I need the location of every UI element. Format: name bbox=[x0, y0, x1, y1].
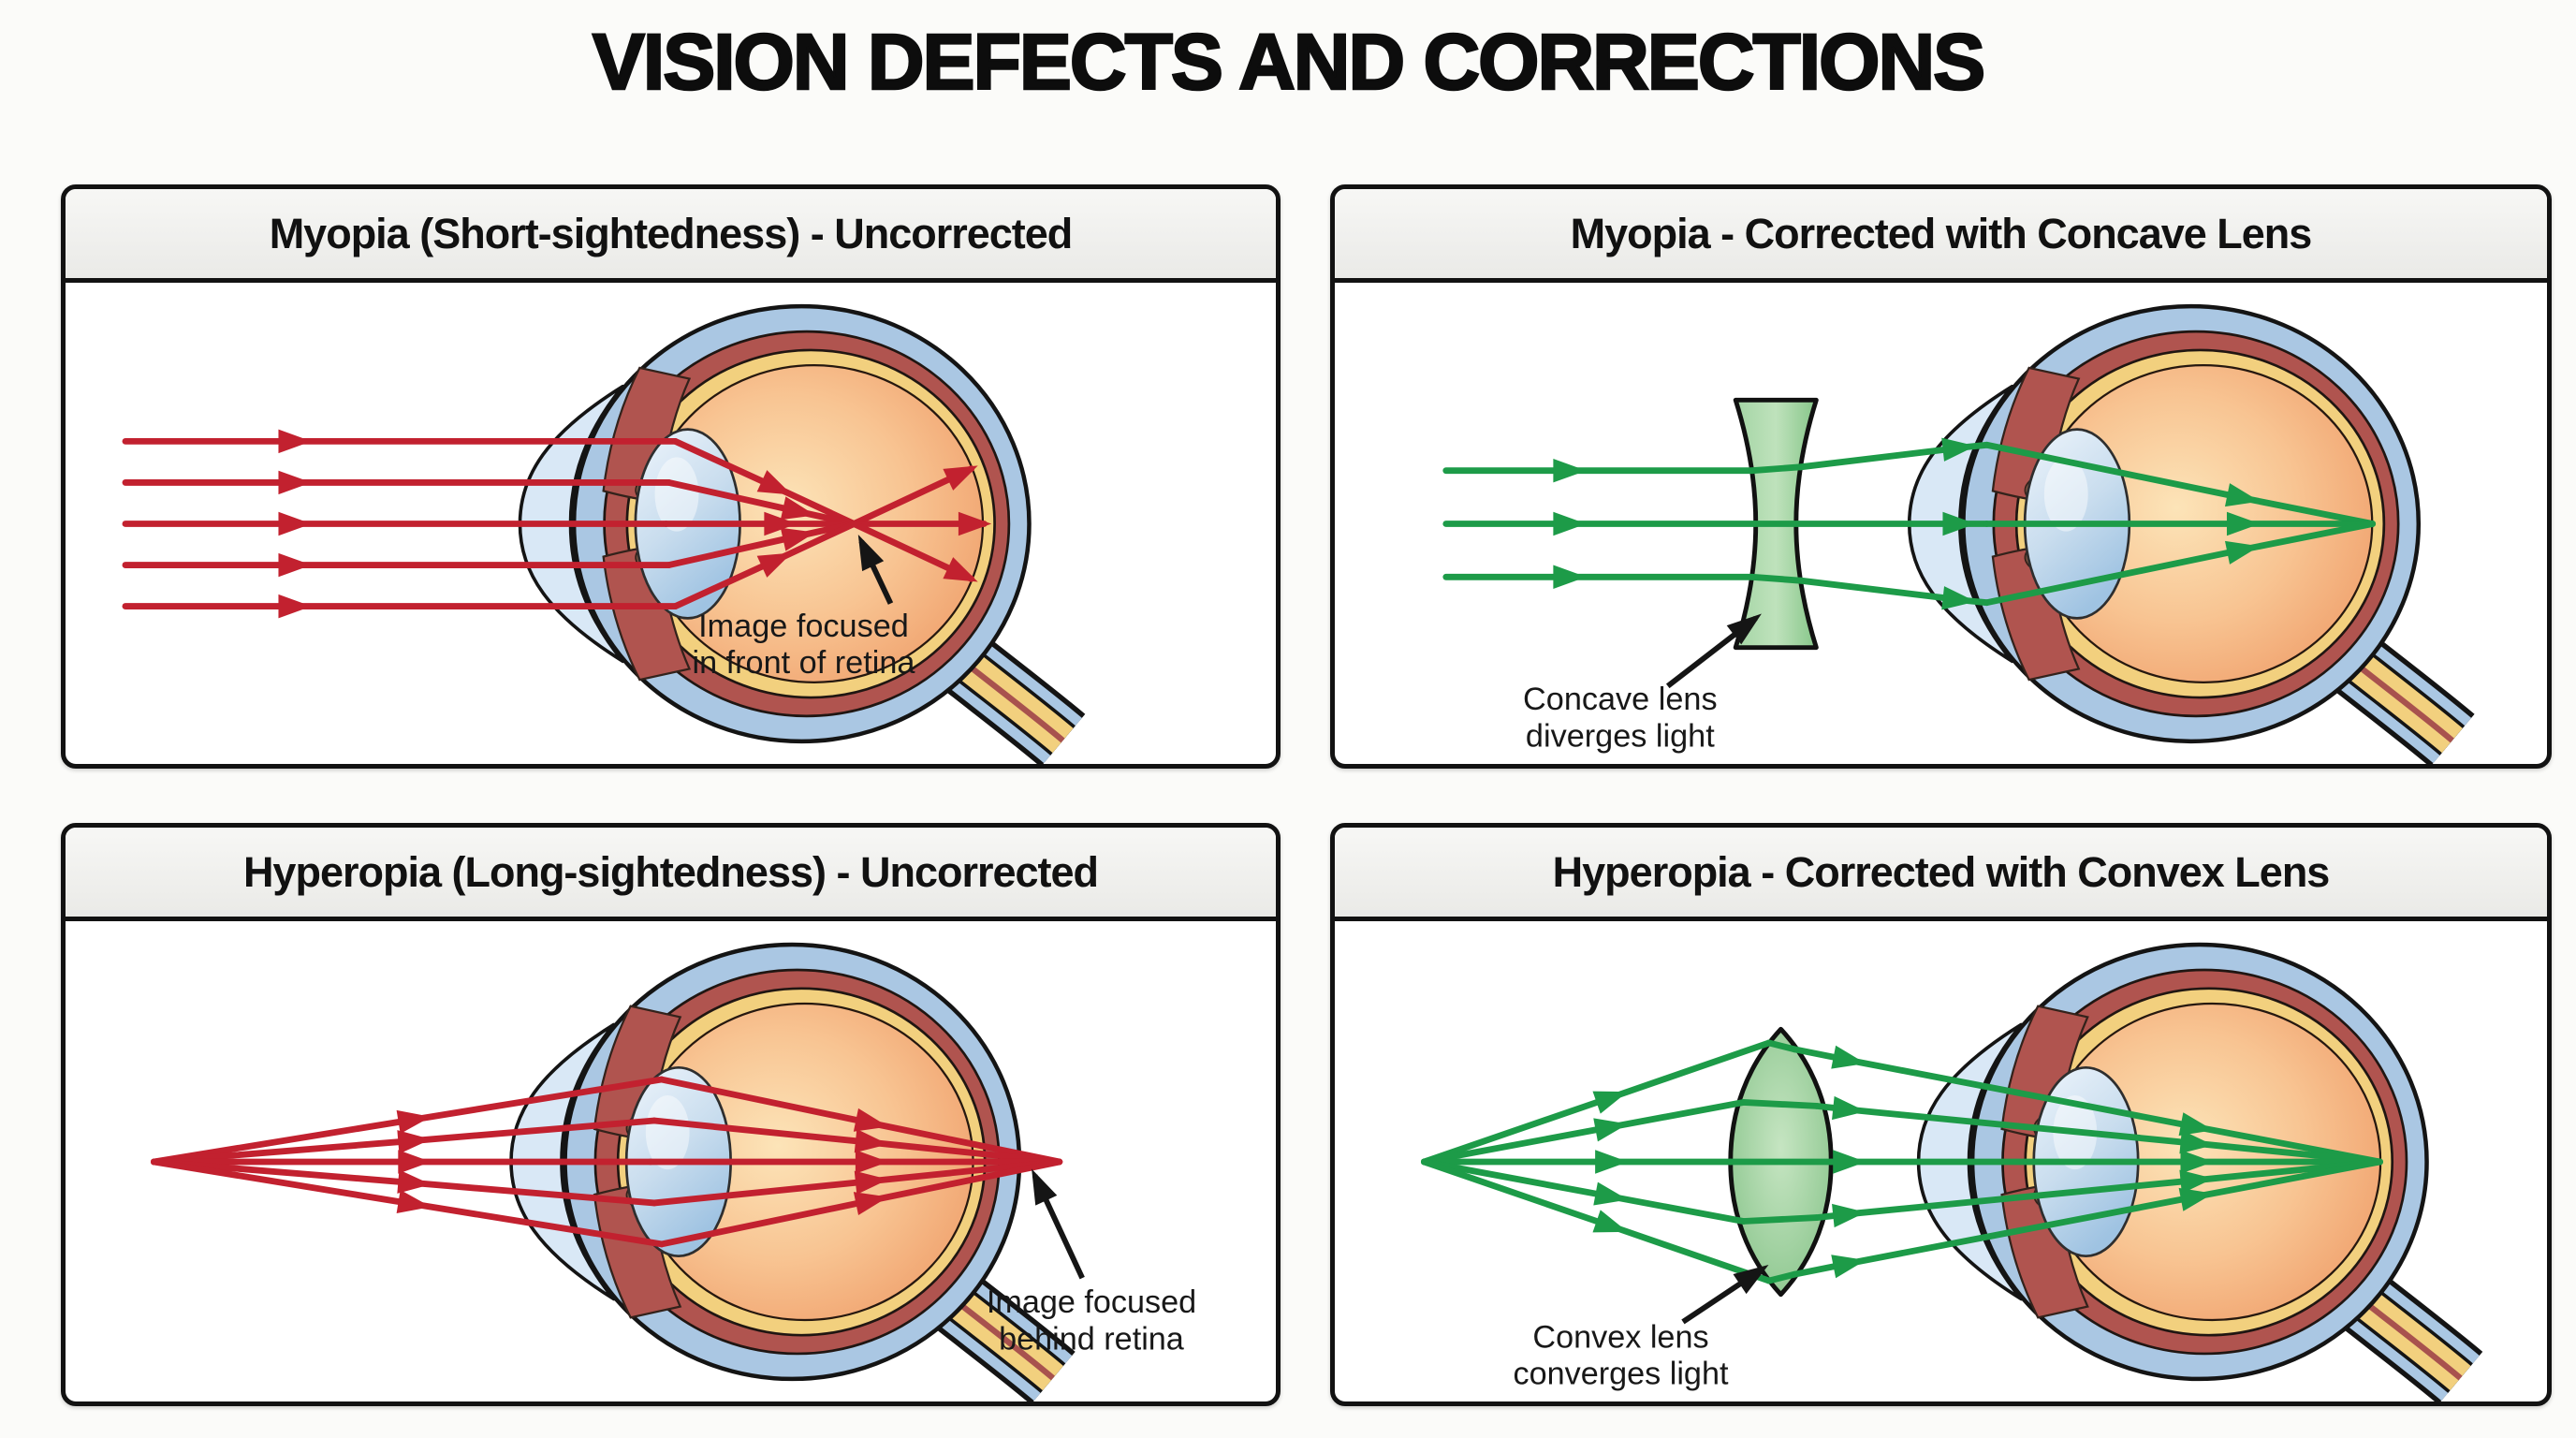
panel-header-label: Hyperopia - Corrected with Convex Lens bbox=[1552, 847, 2331, 896]
annotation-line1: Image focused bbox=[698, 609, 909, 644]
red-light-rays bbox=[150, 1076, 1063, 1248]
annotation-line2: converges light bbox=[1514, 1356, 1729, 1391]
green-light-rays bbox=[1420, 1039, 2383, 1284]
annotation: Image focused behind retina bbox=[987, 1168, 1196, 1357]
hyperopia-uncorrected-diagram: Image focused behind retina bbox=[150, 921, 1196, 1401]
panel-myopia-corrected: Myopia - Corrected with Concave Lens bbox=[1330, 184, 2552, 769]
annotation: Image focused in front of retina bbox=[692, 535, 915, 681]
annotation: Concave lens diverges light bbox=[1523, 613, 1762, 754]
annotation-arrow bbox=[1681, 1264, 1769, 1325]
annotation: Convex lens converges light bbox=[1514, 1264, 1769, 1391]
panel-header-label: Myopia - Corrected with Concave Lens bbox=[1570, 209, 2313, 257]
hyperopia-corrected-diagram: Convex lens converges light bbox=[1420, 921, 2547, 1401]
red-light-rays bbox=[122, 429, 992, 619]
annotation-line2: in front of retina bbox=[692, 645, 915, 681]
panel-hyperopia-uncorrected: Hyperopia (Long-sightedness) - Uncorrect… bbox=[61, 823, 1281, 1406]
panel-header: Hyperopia - Corrected with Convex Lens bbox=[1335, 828, 2547, 921]
annotation-arrow bbox=[1665, 613, 1762, 689]
panel-hyperopia-corrected: Hyperopia - Corrected with Convex Lens bbox=[1330, 823, 2552, 1406]
myopia-uncorrected-diagram: Image focused in front of retina bbox=[122, 283, 1276, 764]
annotation-line2: behind retina bbox=[999, 1321, 1185, 1357]
panel-header-label: Hyperopia (Long-sightedness) - Uncorrect… bbox=[242, 847, 1099, 896]
annotation-line1: Concave lens bbox=[1523, 682, 1718, 717]
annotation-line1: Convex lens bbox=[1532, 1319, 1708, 1355]
green-light-rays bbox=[1442, 437, 2377, 610]
annotation-arrow bbox=[1032, 1168, 1085, 1280]
panel-header: Hyperopia (Long-sightedness) - Uncorrect… bbox=[66, 828, 1276, 921]
panel-header: Myopia - Corrected with Concave Lens bbox=[1335, 189, 2547, 283]
annotation-line2: diverges light bbox=[1526, 718, 1715, 754]
panel-myopia-uncorrected: Myopia (Short-sightedness) - Uncorrected bbox=[61, 184, 1281, 769]
myopia-corrected-diagram: Concave lens diverges light bbox=[1442, 283, 2547, 764]
annotation-line1: Image focused bbox=[987, 1284, 1196, 1320]
panel-header: Myopia (Short-sightedness) - Uncorrected bbox=[66, 189, 1276, 283]
page-title: VISION DEFECTS AND CORRECTIONS bbox=[592, 17, 1987, 108]
annotation-arrow bbox=[857, 535, 894, 605]
panel-header-label: Myopia (Short-sightedness) - Uncorrected bbox=[269, 209, 1074, 257]
